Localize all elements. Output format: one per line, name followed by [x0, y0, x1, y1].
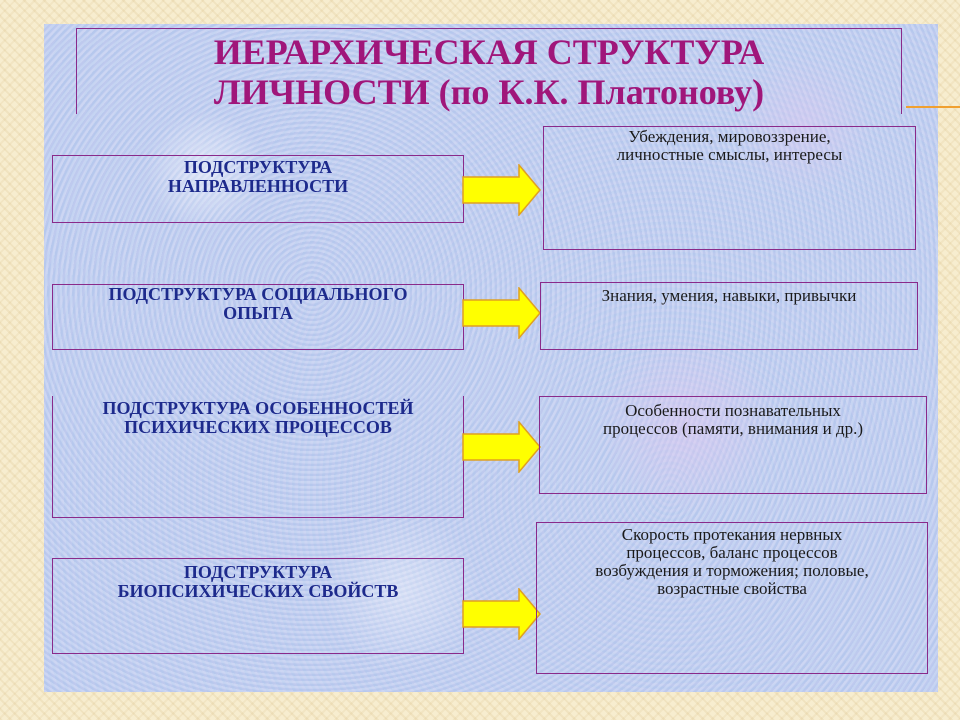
right-box-biopsychic-line-2: процессов, баланс процессов [626, 543, 838, 562]
right-box-social-experience-line-1: Знания, умения, навыки, привычки [601, 286, 857, 305]
right-arrow-icon [462, 164, 541, 216]
decorative-line [906, 106, 960, 108]
right-arrow-icon [462, 287, 541, 339]
left-box-direction-line-1: ПОДСТРУКТУРА [183, 157, 333, 177]
slide-background [44, 24, 938, 692]
right-box-direction-line-1: Убеждения, мировоззрение, [628, 127, 831, 146]
left-box-mental-processes-line-2: ПСИХИЧЕСКИХ ПРОЦЕССОВ [124, 417, 392, 437]
left-box-social-experience: ПОДСТРУКТУРА СОЦИАЛЬНОГО ОПЫТА [52, 284, 464, 350]
right-box-social-experience: Знания, умения, навыки, привычки [540, 282, 918, 350]
left-box-biopsychic-line-2: БИОПСИХИЧЕСКИХ СВОЙСТВ [117, 581, 399, 601]
left-box-mental-processes: ПОДСТРУКТУРА ОСОБЕННОСТЕЙ ПСИХИЧЕСКИХ ПР… [52, 396, 464, 518]
right-box-biopsychic-line-1: Скорость протекания нервных [621, 525, 843, 544]
right-box-biopsychic: Скорость протекания нервных процессов, б… [536, 522, 928, 674]
left-box-mental-processes-line-1: ПОДСТРУКТУРА ОСОБЕННОСТЕЙ [102, 398, 414, 418]
right-arrow-icon [462, 588, 541, 640]
right-box-direction: Убеждения, мировоззрение, личностные смы… [543, 126, 916, 250]
right-arrow-icon [462, 421, 541, 473]
right-box-mental-processes: Особенности познавательных процессов (па… [539, 396, 927, 494]
left-box-social-experience-line-2: ОПЫТА [223, 303, 293, 323]
right-box-biopsychic-line-3: возбуждения и торможения; половые, [595, 561, 869, 580]
right-box-direction-line-2: личностные смыслы, интересы [616, 145, 843, 164]
right-box-biopsychic-line-4: возрастные свойства [657, 579, 807, 598]
left-box-direction: ПОДСТРУКТУРА НАПРАВЛЕННОСТИ [52, 155, 464, 223]
title-line-1: ИЕРАРХИЧЕСКАЯ СТРУКТУРА [213, 32, 765, 72]
right-box-mental-processes-line-1: Особенности познавательных [625, 401, 841, 420]
left-box-direction-line-2: НАПРАВЛЕННОСТИ [167, 176, 349, 196]
title-line-2: ЛИЧНОСТИ (по К.К. Платонову) [213, 72, 765, 112]
page-title: ИЕРАРХИЧЕСКАЯ СТРУКТУРА ЛИЧНОСТИ (по К.К… [76, 28, 902, 114]
left-box-biopsychic-line-1: ПОДСТРУКТУРА [183, 562, 333, 582]
left-box-social-experience-line-1: ПОДСТРУКТУРА СОЦИАЛЬНОГО [108, 284, 408, 304]
right-box-mental-processes-line-2: процессов (памяти, внимания и др.) [602, 419, 864, 438]
left-box-biopsychic: ПОДСТРУКТУРА БИОПСИХИЧЕСКИХ СВОЙСТВ [52, 558, 464, 654]
